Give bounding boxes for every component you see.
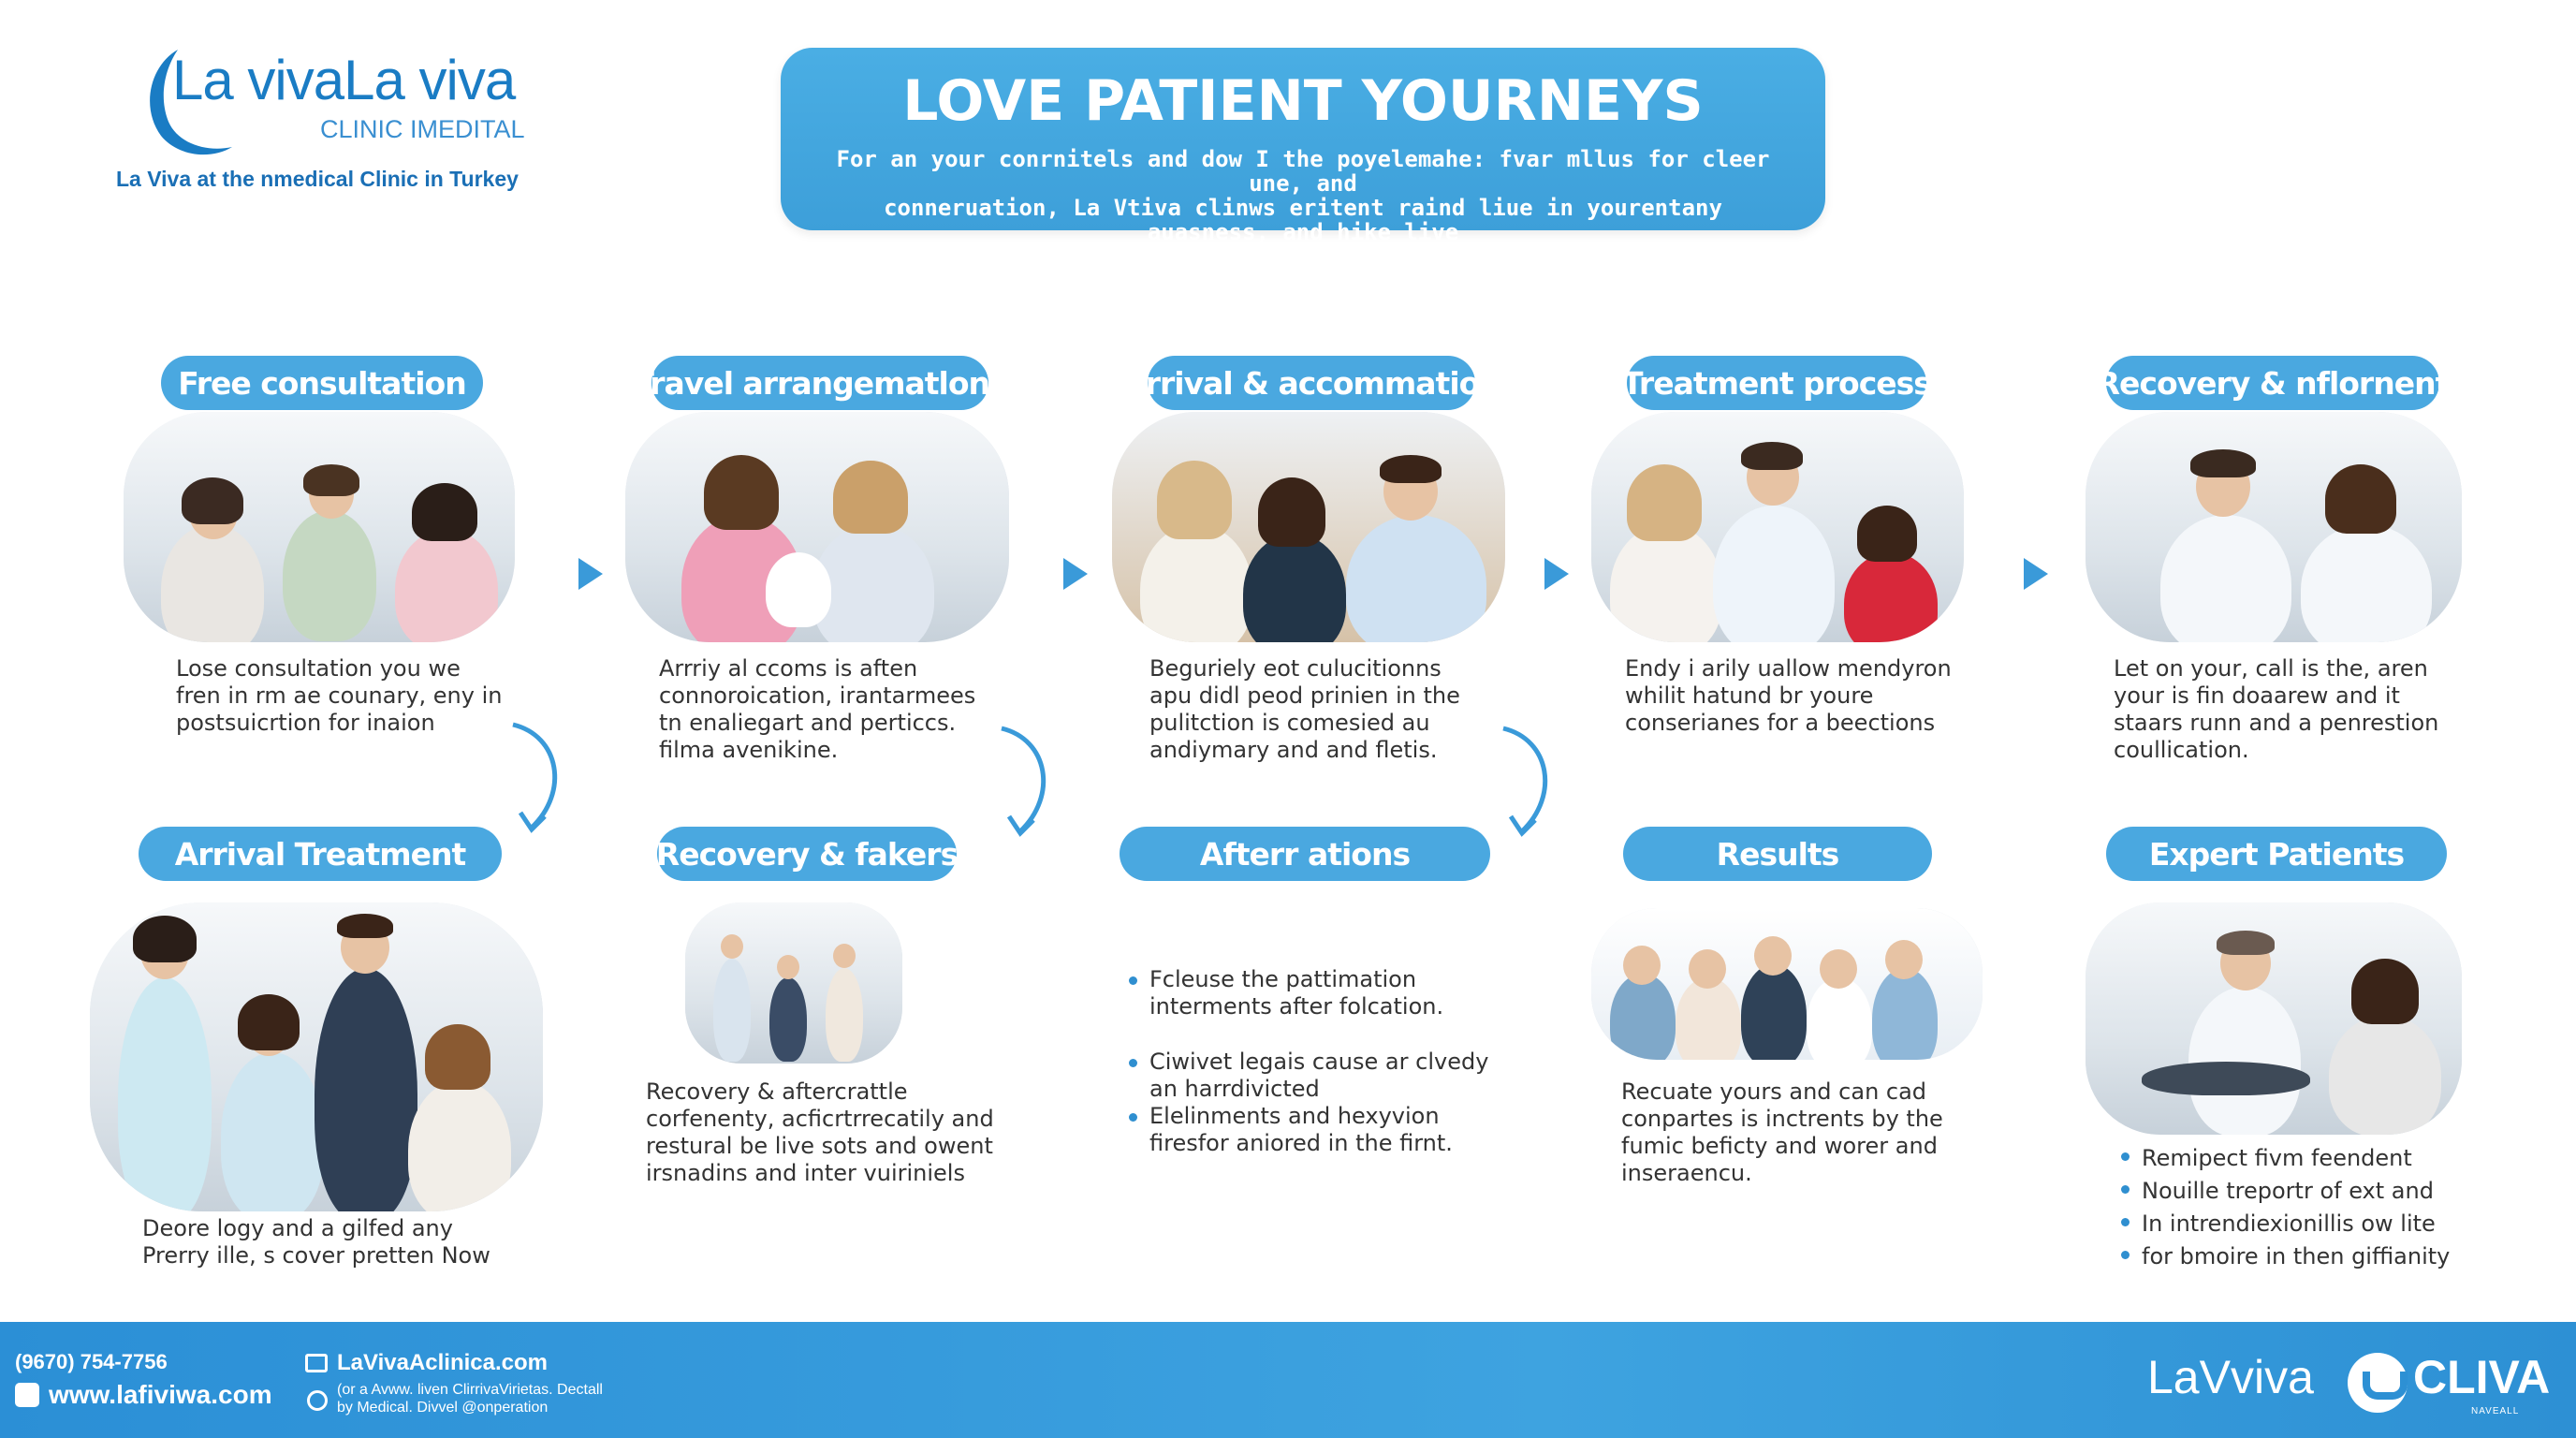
step-text-line: andiymary and and fletis. bbox=[1149, 737, 1438, 763]
step-text-line: inseraencu. bbox=[1621, 1160, 1752, 1186]
step-pill-results: Results bbox=[1623, 827, 1932, 881]
footer: (9670) 754-7756 www.lafiviwa.com LaVivaA… bbox=[0, 1322, 2576, 1438]
step-text-line: Arrriy al ccoms is aften bbox=[659, 655, 918, 682]
list-item: Fcleuse the pattimation interments after… bbox=[1127, 966, 1501, 1020]
step-description: Let on your, call is the, aren your is f… bbox=[2114, 655, 2469, 764]
list-item: Nouille treportr of ext and bbox=[2119, 1175, 2475, 1208]
footer-website[interactable]: www.lafiviwa.com bbox=[15, 1380, 272, 1410]
step-text-line: connoroication, irantarmees bbox=[659, 682, 976, 709]
step-text-line: filma avenikine. bbox=[659, 737, 839, 763]
footer-brand-logo: LaVviva bbox=[2147, 1351, 2314, 1403]
clinic-logo: La vivaLa viva CLINIC IMEDITAL bbox=[140, 42, 534, 159]
step-text-line: apu didl peod prinien in the bbox=[1149, 682, 1460, 709]
list-item: Remipect fivm feendent bbox=[2119, 1142, 2475, 1175]
photo-clinic-group bbox=[90, 902, 543, 1211]
hero-intro: For an your conrnitels and dow I the poy… bbox=[816, 147, 1790, 269]
arrow-right-icon bbox=[2024, 558, 2048, 590]
step-pill-travel-arrangements: Travel arrangematlons bbox=[633, 356, 1008, 410]
step-text-line: Let on your, call is the, aren bbox=[2114, 655, 2428, 682]
arrow-right-icon bbox=[578, 558, 603, 590]
step-pill-arrival-accommodation: Arrival & accommation bbox=[1122, 356, 1501, 410]
step-text-line: corfenenty, acficrtrrecatily and bbox=[646, 1106, 994, 1132]
hero-banner: LOVE PATIENT YOURNEYS For an your conrni… bbox=[781, 48, 1825, 269]
footer-website-text[interactable]: www.lafiviwa.com bbox=[49, 1380, 272, 1409]
step-pill-free-consultation: Free consultation bbox=[161, 356, 483, 410]
step-pill-arrival-treatment: Arrival Treatment bbox=[139, 827, 502, 881]
swoosh-icon bbox=[150, 50, 232, 155]
step-text-line: postsuicrtion for inaion bbox=[176, 710, 435, 736]
step-text-line: Lose consultation you we bbox=[176, 655, 461, 682]
logo-brand-text: La vivaLa viva bbox=[172, 49, 516, 111]
list-item: for bmoire in then giffianity bbox=[2119, 1240, 2475, 1273]
step-text-line: fren in rm ae counary, eny in bbox=[176, 682, 503, 709]
list-item: In intrendiexionillis ow lite bbox=[2119, 1208, 2475, 1240]
step-description: Recovery & aftercrattle corfenenty, acfi… bbox=[646, 1078, 1011, 1187]
globe-icon bbox=[307, 1390, 328, 1411]
list-item: Elelinments and hexyvion firesfor aniore… bbox=[1127, 1103, 1501, 1157]
footer-legal: (or a Avww. liven ClirrivaVirietas. Dect… bbox=[307, 1381, 603, 1416]
step-pill-afterations: Afterr ations bbox=[1120, 827, 1490, 881]
step-text-line: Recuate yours and can cad bbox=[1621, 1078, 1927, 1105]
tagline: La Viva at the nmedical Clinic in Turkey bbox=[116, 167, 519, 191]
step-text-line: tn enaliegart and perticcs. bbox=[659, 710, 957, 736]
step-text-line: conpartes is inctrents by the bbox=[1621, 1106, 1943, 1132]
step-text-line: restural be live sots and owent bbox=[646, 1133, 993, 1159]
hero-line: do you keis like an bust vd life, and ca… bbox=[836, 243, 1770, 270]
step-text-line: Recovery & aftercrattle bbox=[646, 1078, 908, 1105]
footer-email[interactable]: LaVivaAclinica.com bbox=[305, 1350, 548, 1376]
curved-arrow-icon bbox=[512, 722, 558, 833]
step-text-line: Prerry ille, s cover pretten Now bbox=[142, 1242, 490, 1269]
step-text-line: your is fin doaarew and it bbox=[2114, 682, 2400, 709]
footer-legal-line: by Medical. Divvel @onperation bbox=[337, 1400, 549, 1416]
step-pill-expert-patients: Expert Patients bbox=[2106, 827, 2447, 881]
facebook-icon bbox=[15, 1383, 39, 1407]
footer-partner-logo: CLIVA bbox=[2413, 1351, 2551, 1403]
step-text-line: fumic beficty and worer and bbox=[1621, 1133, 1938, 1159]
footer-legal-line: (or a Avww. liven ClirrivaVirietas. Dect… bbox=[337, 1382, 603, 1398]
step-bullet-list: Remipect fivm feendent Nouille treportr … bbox=[2119, 1142, 2475, 1273]
photo-family-consultation bbox=[124, 412, 515, 642]
step-text-line: Beguriely eot culucitionns bbox=[1149, 655, 1442, 682]
footer-partner-sub: NAVEALL bbox=[2471, 1406, 2520, 1416]
photo-mother-baby bbox=[625, 412, 1009, 642]
step-bullet-list: Fcleuse the pattimation interments after… bbox=[1127, 966, 1501, 1157]
step-text-line: irsnadins and inter vuiriniels bbox=[646, 1160, 965, 1186]
arrow-right-icon bbox=[1544, 558, 1569, 590]
step-pill-treatment-process: Treatment process bbox=[1622, 356, 1932, 410]
step-description: Endy i arily uallow mendyron whilit hatu… bbox=[1625, 655, 1962, 737]
step-description: Deore logy and a gilfed any Prerry ille,… bbox=[142, 1215, 535, 1269]
footer-phone[interactable]: (9670) 754-7756 bbox=[15, 1350, 168, 1373]
step-pill-recovery: Recovery & nflornent bbox=[2097, 356, 2450, 410]
mail-icon bbox=[305, 1354, 328, 1372]
hero-line: For an your conrnitels and dow I the poy… bbox=[836, 146, 1770, 197]
photo-recovery-room bbox=[685, 902, 902, 1064]
step-description: Arrriy al ccoms is aften connoroication,… bbox=[659, 655, 996, 764]
photo-expert-doctors bbox=[2086, 902, 2462, 1135]
photo-couple-doctor bbox=[1112, 412, 1505, 642]
step-description: Beguriely eot culucitionns apu didl peod… bbox=[1149, 655, 1486, 764]
photo-results-group bbox=[1591, 908, 1983, 1060]
step-description: Recuate yours and can cad conpartes is i… bbox=[1621, 1078, 1977, 1187]
step-text-line: staars runn and a penrestion bbox=[2114, 710, 2439, 736]
step-pill-recovery-fakers: Recovery & fakers bbox=[656, 827, 959, 881]
list-item: Ciwivet legais cause ar clvedy an harrdi… bbox=[1127, 1049, 1501, 1103]
step-text-line: Deore logy and a gilfed any bbox=[142, 1215, 453, 1241]
step-text-line: coullication. bbox=[2114, 737, 2249, 763]
cliva-badge-icon bbox=[2348, 1353, 2408, 1413]
logo-subtitle: CLINIC IMEDITAL bbox=[320, 115, 525, 143]
curved-arrow-icon bbox=[1001, 726, 1046, 837]
photo-doctors bbox=[2086, 412, 2462, 642]
step-text-line: Endy i arily uallow mendyron bbox=[1625, 655, 1952, 682]
arrow-right-icon bbox=[1063, 558, 1088, 590]
page-title: LOVE PATIENT YOURNEYS bbox=[902, 68, 1704, 134]
photo-treatment-family bbox=[1591, 412, 1964, 642]
hero-line: conneruation, La Vtiva clinws eritent ra… bbox=[884, 195, 1722, 245]
step-text-line: pulitction is comesied au bbox=[1149, 710, 1430, 736]
curved-arrow-icon bbox=[1502, 726, 1548, 837]
step-text-line: whilit hatund br youre bbox=[1625, 682, 1874, 709]
step-text-line: conserianes for a beections bbox=[1625, 710, 1936, 736]
step-description: Lose consultation you we fren in rm ae c… bbox=[176, 655, 513, 737]
footer-email-text[interactable]: LaVivaAclinica.com bbox=[337, 1350, 548, 1375]
